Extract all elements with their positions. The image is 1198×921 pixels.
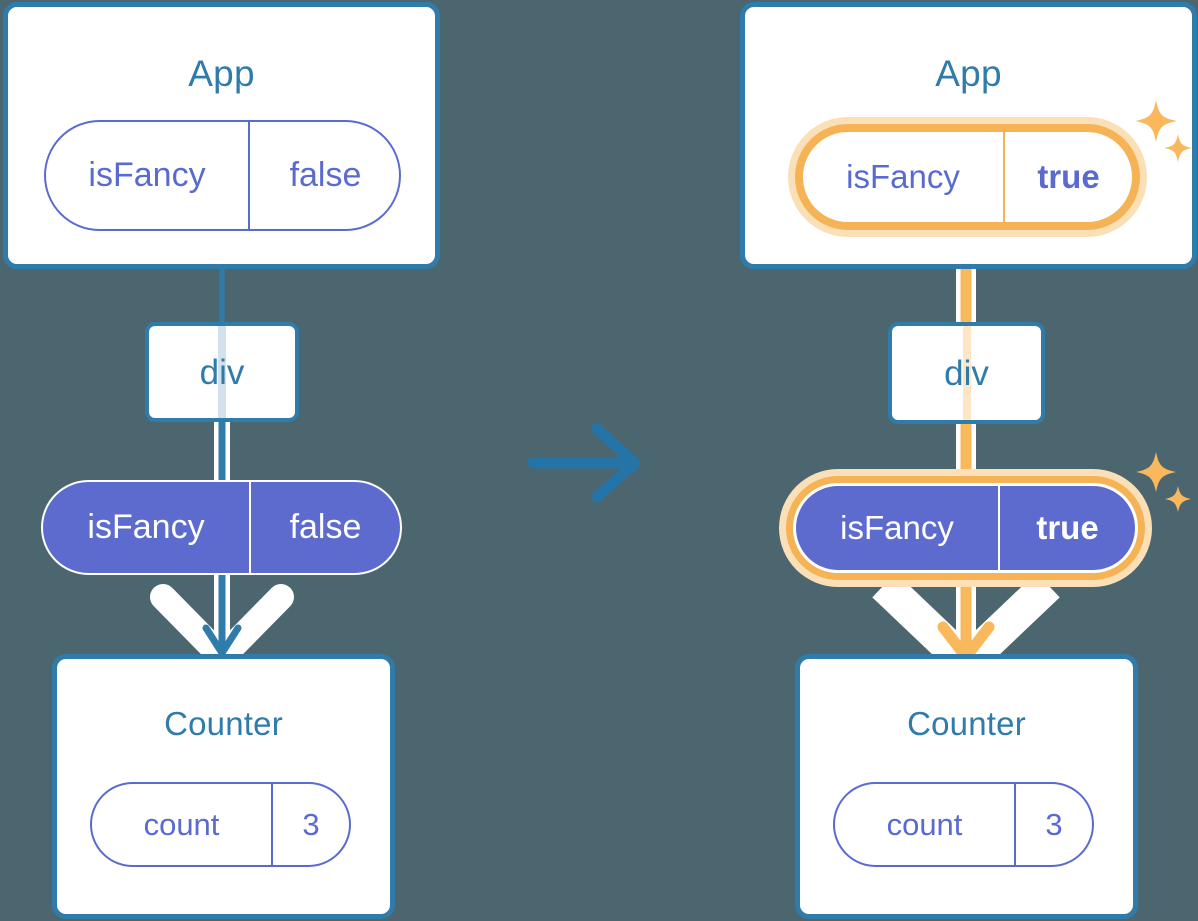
app-state-name-after: isFancy — [846, 158, 960, 195]
transition-arrow-icon — [527, 423, 641, 503]
counter-state-name-after: count — [886, 806, 963, 842]
app-title-after: App — [935, 53, 1002, 94]
arrowhead-left — [202, 624, 242, 657]
div-passthrough-line-before — [218, 326, 226, 418]
prop-pill-before[interactable]: isFancy false — [41, 480, 402, 575]
app-state-value-before: false — [248, 122, 399, 229]
counter-state-value-before: 3 — [271, 784, 349, 865]
counter-state-name-before: count — [143, 806, 220, 842]
prop-value-before: false — [249, 482, 400, 573]
div-label-before: div — [199, 352, 245, 392]
app-state-value-after: true — [1003, 132, 1132, 222]
sparkle-group-state — [1136, 452, 1191, 512]
counter-component-box-before: Counter — [52, 654, 395, 919]
prop-value-after: true — [998, 486, 1135, 570]
counter-title-before: Counter — [164, 705, 283, 742]
arrowhead-right — [937, 621, 995, 663]
div-node-after: div — [888, 322, 1045, 424]
app-state-pill-after[interactable]: isFancy true — [795, 124, 1140, 230]
app-state-pill-before[interactable]: isFancy false — [44, 120, 401, 231]
div-label-after: div — [944, 353, 989, 393]
app-state-name-before: isFancy — [88, 156, 206, 194]
props-chevron-right — [872, 572, 1060, 687]
counter-title-after: Counter — [907, 705, 1026, 742]
counter-state-pill-before[interactable]: count 3 — [90, 782, 351, 867]
div-node-before: div — [145, 322, 299, 422]
counter-state-pill-after[interactable]: count 3 — [833, 782, 1094, 867]
prop-name-before: isFancy — [87, 508, 205, 546]
sparkle-small-icon — [1165, 486, 1191, 512]
counter-state-value-after: 3 — [1014, 784, 1092, 865]
app-title-before: App — [188, 53, 255, 94]
prop-pill-after[interactable]: isFancy true — [793, 483, 1138, 573]
props-chevron-left — [150, 584, 294, 670]
sparkle-large-icon — [1136, 452, 1176, 492]
prop-name-after: isFancy — [840, 509, 954, 546]
